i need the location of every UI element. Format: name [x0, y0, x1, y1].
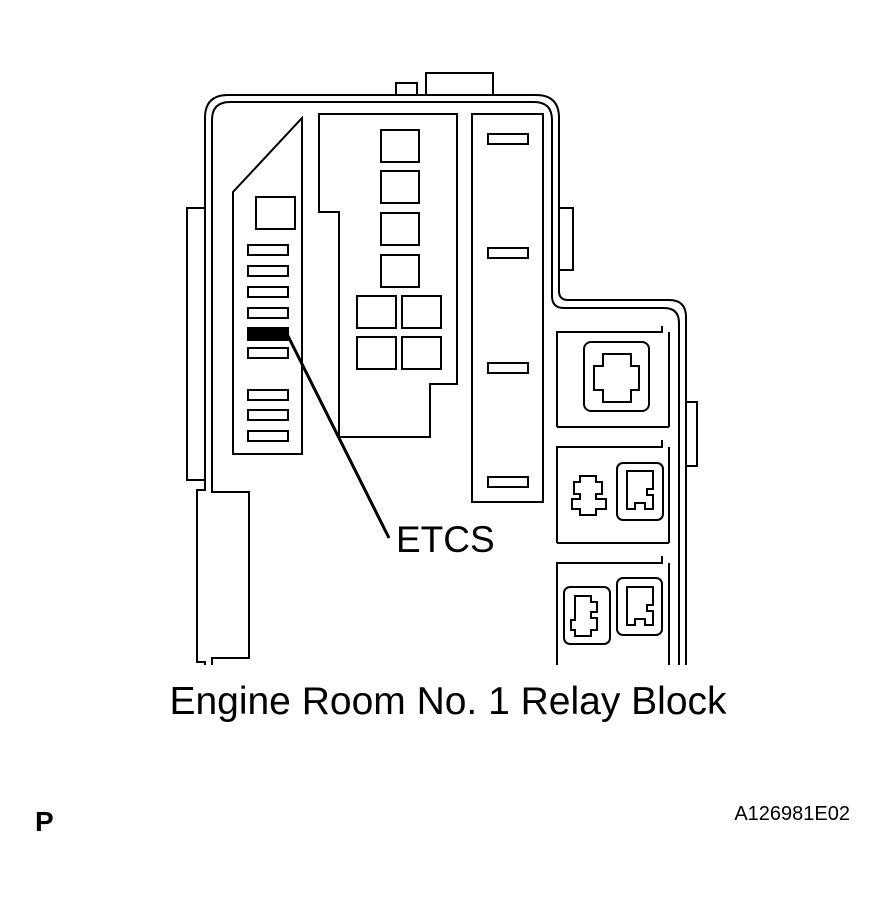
relay-panel: [318, 113, 458, 438]
etcs-label: ETCS: [396, 519, 495, 560]
relay-socket-2: [556, 440, 670, 544]
relay-socket-3: [556, 326, 670, 428]
corner-mark: P: [35, 806, 54, 837]
housing-outline: [196, 94, 687, 665]
etcs-fuse: [247, 327, 289, 341]
relay-socket-1: [556, 556, 670, 665]
fusible-link-strip: [471, 113, 544, 503]
top-tabs: [395, 72, 494, 95]
fuse-panel: [232, 115, 303, 455]
diagram-caption: Engine Room No. 1 Relay Block: [169, 680, 727, 723]
figure-id: A126981E02: [734, 803, 850, 825]
side-tabs: [186, 207, 698, 481]
etcs-leader-line: [285, 333, 391, 539]
